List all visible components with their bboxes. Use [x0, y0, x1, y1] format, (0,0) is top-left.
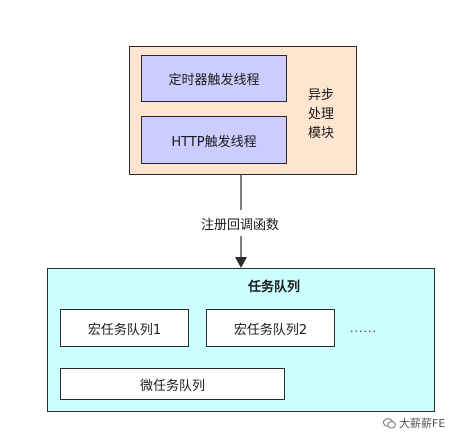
watermark-text: 大薪薪FE	[399, 417, 446, 430]
async-processing-module-label: 异步处理模块	[307, 88, 334, 141]
more-queues-ellipsis: ......	[350, 322, 377, 335]
micro-task-queue-label: 微任务队列	[139, 378, 205, 394]
macro-task-queue-1-node: 宏任务队列1	[60, 309, 189, 347]
micro-task-queue-node: 微任务队列	[60, 368, 285, 400]
watermark: 大薪薪FE	[383, 415, 445, 431]
http-trigger-thread-node: HTTP触发线程	[141, 116, 287, 164]
timer-trigger-thread-node: 定时器触发线程	[141, 55, 287, 102]
arrow-head	[235, 257, 247, 268]
timer-trigger-thread-label: 定时器触发线程	[168, 73, 260, 88]
macro-task-queue-2-label: 宏任务队列2	[233, 322, 308, 338]
macro-task-queue-2-node: 宏任务队列2	[206, 309, 335, 347]
macro-task-queue-1-label: 宏任务队列1	[87, 322, 162, 338]
http-trigger-thread-label: HTTP触发线程	[171, 134, 257, 150]
task-queue-title: 任务队列	[248, 280, 301, 295]
register-callback-label: 注册回调函数	[201, 218, 280, 233]
wechat-icon	[383, 417, 396, 429]
